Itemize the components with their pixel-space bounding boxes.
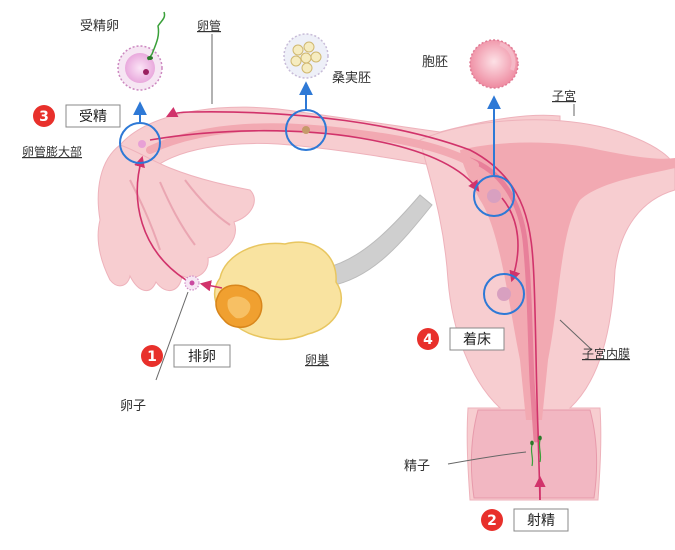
label-egg: 卵子 <box>120 399 146 414</box>
cells <box>117 11 542 467</box>
svg-text:射精: 射精 <box>527 513 555 529</box>
step-badge-2: 2 射精 <box>481 508 569 532</box>
svg-text:2: 2 <box>487 513 497 529</box>
label-morula: 桑実胚 <box>332 70 371 86</box>
step-badge-1: 1 排卵 <box>141 344 231 368</box>
cervix <box>470 409 598 499</box>
blastocyst-cell <box>469 39 519 89</box>
path-arrows <box>134 106 546 501</box>
leader-lines <box>155 34 593 465</box>
label-blastocyst: 胞胚 <box>422 55 448 70</box>
label-endometrium: 子宮内膜 <box>582 346 630 361</box>
sperm-leader <box>447 451 527 465</box>
uterus-anatomy <box>97 106 675 501</box>
label-ampulla: 卵管膨大部 <box>22 144 82 159</box>
svg-text:排卵: 排卵 <box>188 349 216 365</box>
uterine-cavity <box>460 142 675 420</box>
fertilized-egg-cell <box>117 11 166 91</box>
embryo-path-arrow <box>149 129 480 192</box>
sperm-path-arrow <box>165 106 541 501</box>
ovarian-ligament <box>324 194 433 287</box>
stage-markers <box>119 81 525 315</box>
sperm-cells <box>530 435 542 467</box>
egg-cell <box>184 275 200 291</box>
ampulla-circle <box>119 122 161 164</box>
ovary-to-egg-arrow <box>199 280 223 292</box>
egg-to-ampulla-arrow <box>134 155 187 281</box>
text-labels: 受精卵 卵管 桑実胚 胞胚 子宮 卵管膨大部 卵巣 卵子 子宮内膜 精子 <box>22 18 630 474</box>
svg-text:受精: 受精 <box>79 109 107 125</box>
label-oviduct: 卵管 <box>197 18 221 33</box>
ovary <box>213 241 342 341</box>
blastocyst-circle <box>473 175 515 217</box>
label-fertilized-egg: 受精卵 <box>80 19 119 34</box>
label-sperm: 精子 <box>404 459 430 474</box>
implant-circle <box>483 273 525 315</box>
svg-text:着床: 着床 <box>463 332 491 348</box>
embryo-to-implant-arrow <box>501 197 521 283</box>
egg-leader <box>155 291 189 381</box>
morula-cell <box>283 33 329 79</box>
svg-text:4: 4 <box>423 332 433 348</box>
step-badge-4: 4 着床 <box>417 327 505 351</box>
svg-text:1: 1 <box>147 349 157 365</box>
label-ovary: 卵巣 <box>305 353 329 367</box>
endometrium-leader <box>559 319 593 351</box>
step-badge-3: 3 受精 <box>33 104 121 128</box>
svg-text:3: 3 <box>39 109 49 125</box>
label-uterus: 子宮 <box>552 88 576 103</box>
